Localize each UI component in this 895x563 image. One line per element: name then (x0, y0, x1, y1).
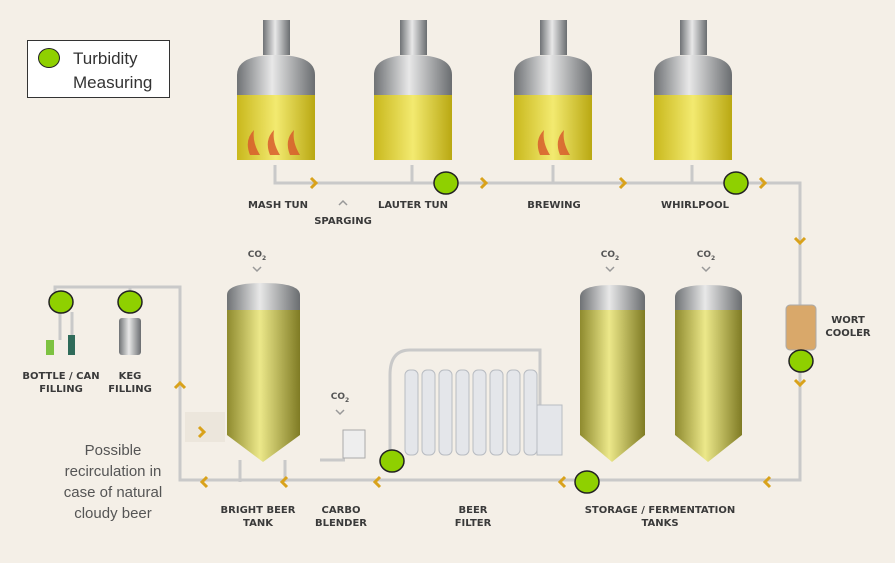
label-line: STORAGE / FERMENTATION (584, 505, 736, 516)
label-wort-cooler: WORT COOLER (825, 314, 870, 340)
kettles (237, 20, 732, 160)
turbidity-marker-icon (38, 48, 60, 68)
label-lauter-tun: LAUTER TUN (377, 200, 449, 211)
down-chevrons (252, 199, 711, 416)
co2-sub: 2 (615, 254, 620, 262)
storage-tank-2 (675, 285, 742, 462)
co2-text: CO (600, 250, 616, 260)
turbidity-sensors (48, 171, 814, 494)
label-line: FILTER (454, 518, 492, 529)
note-line: recirculation in (64, 463, 162, 480)
co2-sub: 2 (262, 254, 267, 262)
lauter-tun (374, 20, 452, 160)
note-line: cloudy beer (74, 505, 152, 522)
co2-label: CO2 (331, 392, 349, 404)
co2-label: CO2 (248, 250, 266, 262)
bright-beer-tank (227, 283, 300, 462)
legend-line1: Turbidity (73, 49, 138, 68)
label-line: TANKS (641, 518, 679, 529)
label-line: COOLER (825, 328, 871, 339)
label-line: BLENDER (314, 518, 368, 529)
recirculation-inlet (185, 412, 225, 442)
beer-filter (404, 369, 563, 456)
bottle-icon (68, 335, 75, 355)
label-whirlpool: WHIRLPOOL (661, 200, 729, 211)
label-line: TANK (243, 518, 273, 529)
label-bottle-can: BOTTLE / CAN FILLING (22, 370, 99, 396)
keg-icon (119, 318, 141, 355)
recirculation-note: Possible recirculation in case of natura… (38, 440, 188, 524)
label-line: FILLING (39, 384, 83, 395)
flow-arrows (173, 176, 807, 489)
note-line: case of natural (63, 484, 163, 501)
co2-text: CO (247, 250, 263, 260)
label-carbo-blender: CARBO BLENDER (315, 504, 367, 530)
can-icon (46, 340, 54, 355)
co2-text: CO (330, 392, 346, 402)
co2-text: CO (696, 250, 712, 260)
pipes (53, 165, 802, 482)
label-storage-tanks: STORAGE / FERMENTATION TANKS (585, 504, 736, 530)
label-line: CARBO (321, 505, 361, 516)
storage-tank-1 (580, 285, 645, 462)
label-line: FILLING (108, 384, 152, 395)
label-bright-beer-tank: BRIGHT BEER TANK (221, 504, 296, 530)
flames (247, 130, 570, 155)
brewing-kettle (514, 20, 592, 160)
label-line: KEG (118, 371, 142, 382)
note-line: Possible (84, 442, 142, 459)
label-beer-filter: BEER FILTER (455, 504, 492, 530)
label-line: BEER (458, 505, 488, 516)
legend-line2: Measuring (73, 73, 153, 92)
wort-cooler (785, 304, 817, 351)
co2-sub: 2 (345, 396, 350, 404)
label-line: BRIGHT BEER (220, 505, 296, 516)
label-line: BOTTLE / CAN (22, 371, 100, 382)
co2-sub: 2 (711, 254, 716, 262)
label-keg: KEG FILLING (108, 370, 152, 396)
co2-label: CO2 (697, 250, 715, 262)
label-mash-tun: MASH TUN (247, 200, 309, 211)
carbo-blender (342, 429, 366, 459)
label-line: WORT (831, 315, 865, 326)
whirlpool-kettle (654, 20, 732, 160)
co2-label: CO2 (601, 250, 619, 262)
label-brewing: BREWING (527, 200, 581, 211)
label-sparging: SPARGING (314, 216, 372, 227)
